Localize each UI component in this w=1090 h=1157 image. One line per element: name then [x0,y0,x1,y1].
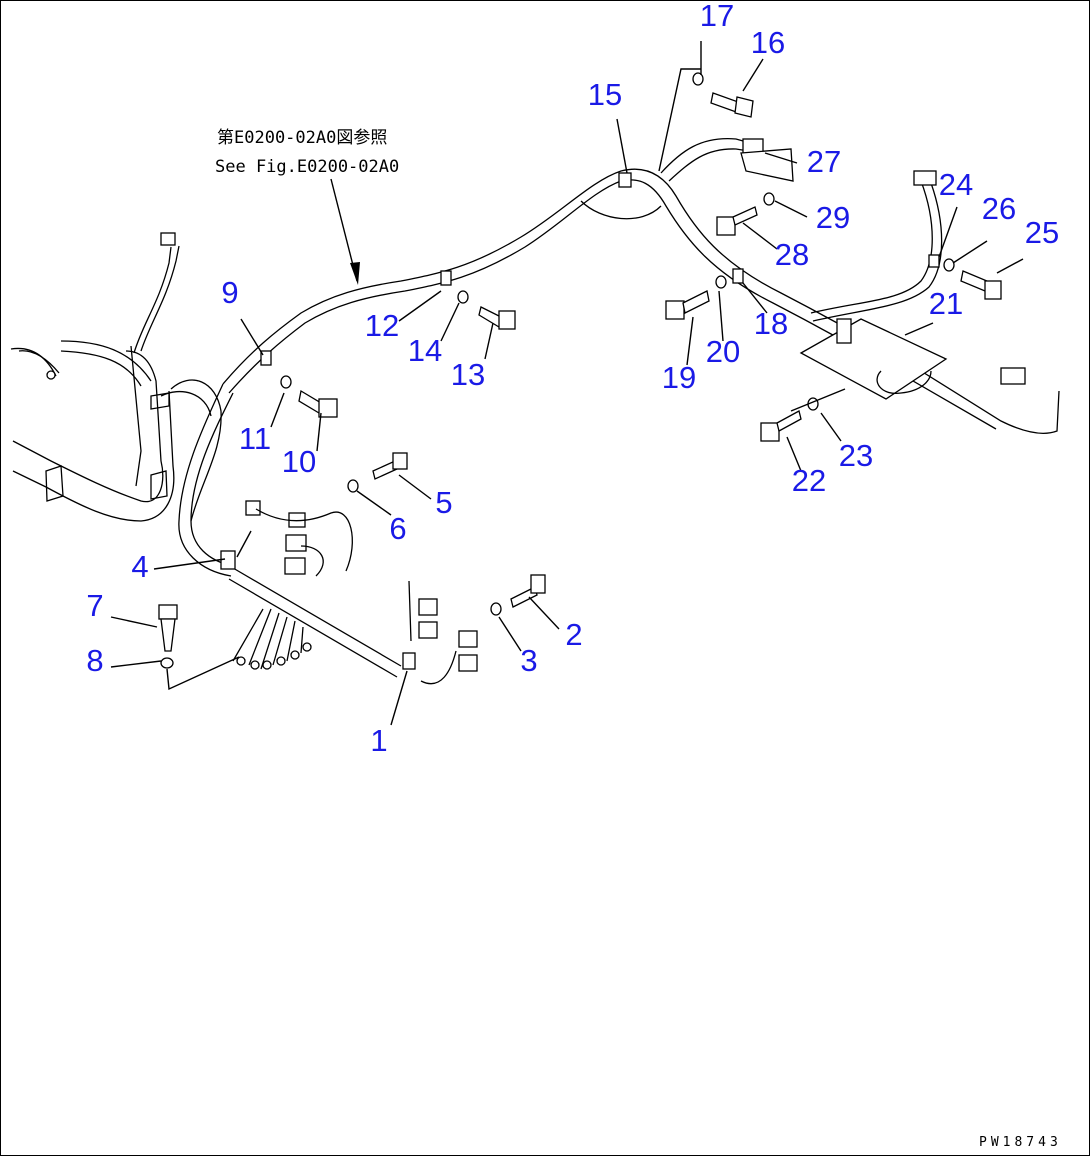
bolt [960,270,988,292]
clamp [220,550,236,570]
washer [280,375,292,389]
main-harness [160,137,1060,678]
callout-17: 17 [700,1,734,33]
bolt-head [158,604,178,620]
bolt-head [392,452,408,470]
lower-connectors [232,500,478,685]
washer [347,479,359,493]
bolt-head [530,574,546,594]
drawing-code: PW18743 [979,1135,1062,1150]
reference-note-japanese: 第E0200-02A0図参照 [217,128,387,148]
callout-19: 19 [662,360,696,395]
terminal [250,660,260,670]
bolt [732,206,758,226]
callout-2: 2 [565,617,582,652]
callout-3: 3 [520,643,537,678]
reference-arrow-head [350,262,360,285]
bolt [160,618,176,652]
bolt-head [734,96,754,118]
clamp [402,652,416,670]
washer [943,258,955,272]
washer [763,192,775,206]
callout-4: 4 [131,549,148,584]
relay [836,318,852,344]
washer [160,657,174,669]
connector [285,534,307,552]
clamp [618,172,632,188]
callout-1: 1 [370,723,387,758]
washer [715,275,727,289]
callout-23: 23 [839,438,873,473]
callout-6: 6 [389,511,406,546]
fasteners [158,72,1002,669]
clamp [440,270,452,286]
callout-9: 9 [221,275,238,310]
bolt [682,290,710,314]
connector [1000,367,1026,385]
terminal [276,656,286,666]
connector [245,500,261,516]
connector [418,621,438,639]
bolt-head [716,216,736,236]
clamp [732,268,744,284]
bolt [478,306,502,329]
callout-15: 15 [588,77,622,112]
callout-20: 20 [706,334,740,369]
left-upper-harness [10,232,180,380]
bolt-head [665,300,685,320]
leader-lines [110,41,1024,726]
bolt [298,389,322,415]
callouts: 1 2 3 4 5 6 7 8 9 10 11 12 13 14 15 16 1… [86,1,1059,758]
terminal [236,656,246,666]
connector [160,232,176,246]
callout-26: 26 [982,191,1016,226]
reference-note-english: See Fig.E0200-02A0 [215,157,399,177]
callout-18: 18 [754,306,788,341]
callout-24: 24 [939,167,973,202]
washer [490,602,502,616]
callout-21: 21 [929,286,963,321]
callout-28: 28 [775,237,809,272]
washer [692,72,704,86]
terminal [302,642,312,652]
terminal [262,660,272,670]
connector [284,557,306,575]
bolt-head [760,422,780,442]
callout-25: 25 [1025,215,1059,250]
right-components [740,138,1026,400]
clamp [260,350,272,366]
callout-7: 7 [86,588,103,623]
callout-14: 14 [408,333,442,368]
callout-13: 13 [451,357,485,392]
callout-27: 27 [807,144,841,179]
bolt [776,410,802,432]
frame-member [12,340,175,522]
connector [913,170,937,186]
callout-10: 10 [282,444,316,479]
callout-12: 12 [365,308,399,343]
callout-22: 22 [792,463,826,498]
callout-29: 29 [816,200,850,235]
callout-16: 16 [751,25,785,60]
terminal [290,650,300,660]
callout-5: 5 [435,485,452,520]
bolt-head [498,310,516,330]
callout-8: 8 [86,643,103,678]
washer [457,290,469,304]
terminal [46,370,56,380]
clamp [928,254,940,268]
clamps [220,172,940,670]
connector [418,598,438,616]
connector [458,630,478,648]
connector [458,654,478,672]
bolt-head [318,398,338,418]
bolt-head [984,280,1002,300]
callout-11: 11 [239,421,271,456]
